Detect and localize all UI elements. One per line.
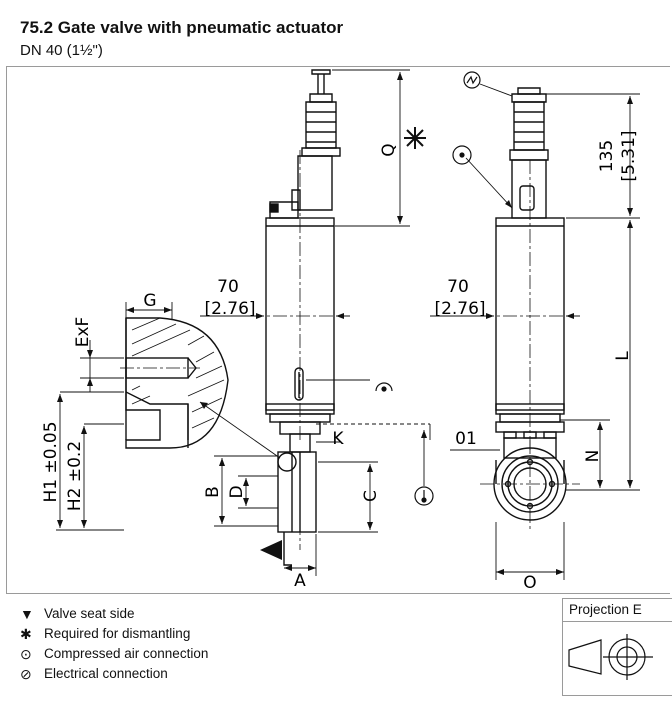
legend-item: ✱ Required for dismantling xyxy=(20,624,208,644)
legend-item: ⊘ Electrical connection xyxy=(20,664,208,684)
asterisk-icon: ✱ xyxy=(20,626,32,642)
dim-l: L xyxy=(613,351,633,361)
legend-label: Compressed air connection xyxy=(44,646,209,661)
legend-item: ⊙ Compressed air connection xyxy=(20,644,208,664)
dim-width2-in: [2.76] xyxy=(434,299,485,319)
dim-h2: H2 ±0.2 xyxy=(65,441,85,511)
electrical-icon: ⊘ xyxy=(20,666,32,682)
valve-seat-triangle-icon: ▼ xyxy=(20,606,34,622)
dim-width-mm: 70 xyxy=(217,277,239,297)
legend-label: Electrical connection xyxy=(44,666,168,681)
projection-panel: Projection E xyxy=(562,598,672,696)
dim-g: G xyxy=(143,291,156,311)
page-subtitle: DN 40 (1½") xyxy=(20,42,103,59)
dim-c: C xyxy=(361,490,381,502)
dim-o1: 01 xyxy=(455,429,477,449)
legend-label: Valve seat side xyxy=(44,606,135,621)
dim-b: B xyxy=(203,486,223,498)
dim-width-in: [2.76] xyxy=(204,299,255,319)
legend-label: Required for dismantling xyxy=(44,626,191,641)
legend-item: ▼ Valve seat side xyxy=(20,604,208,624)
technical-drawing: 70 [2.76] 70 [2.76] 135 [5.31] Q G ExF K… xyxy=(41,69,640,593)
dim-height-in: [5.31] xyxy=(619,130,639,181)
dim-q: Q xyxy=(379,143,399,156)
dim-height-mm: 135 xyxy=(597,140,617,172)
compressed-air-icon: ⊙ xyxy=(20,646,32,662)
dim-d: D xyxy=(227,485,247,498)
drawing-frame xyxy=(6,66,670,594)
dim-exf: ExF xyxy=(73,317,93,348)
dim-width2-mm: 70 xyxy=(447,277,469,297)
page-title: 75.2 Gate valve with pneumatic actuator xyxy=(20,18,344,37)
projection-label: Projection E xyxy=(562,598,672,622)
dim-a: A xyxy=(294,571,306,591)
dim-n: N xyxy=(583,450,603,463)
projection-symbol-box xyxy=(562,622,672,696)
dim-k: K xyxy=(332,429,344,449)
legend: ▼ Valve seat side ✱ Required for dismant… xyxy=(20,604,208,684)
dim-h1: H1 ±0.05 xyxy=(41,421,61,502)
dim-o: O xyxy=(523,573,536,593)
projection-symbol-icon xyxy=(568,634,653,680)
